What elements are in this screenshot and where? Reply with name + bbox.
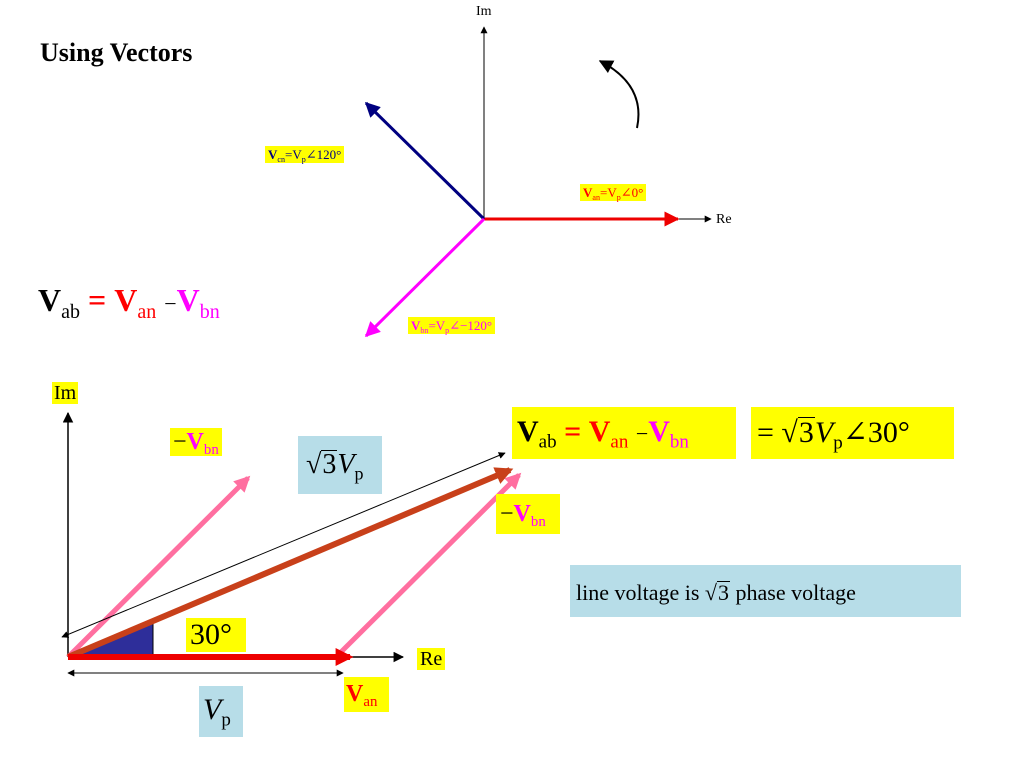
sqrt3-vp-label: √3Vp [298, 436, 382, 494]
line-phase-note: line voltage is √3 phase voltage [570, 565, 961, 617]
van-label: Van=Vp∠0° [580, 184, 647, 201]
neg-vbn-right-label: −Vbn [496, 494, 560, 534]
vcn-label: Vcn=Vp∠120° [265, 146, 345, 163]
top-im-axis-label: Im [476, 4, 492, 19]
vab-result-magnitude: = √3Vp∠30° [751, 407, 954, 459]
vab-result-equation: Vab = Van −Vbn [512, 407, 736, 459]
angle-30-label: 30° [186, 618, 246, 652]
vbn-label: Vbn=Vp∠−120° [408, 317, 496, 334]
rotation-arrow [598, 60, 640, 129]
bottom-re-axis-label: Re [417, 648, 446, 670]
bottom-im-axis-label: Im [52, 382, 79, 404]
vp-label: Vp [199, 686, 243, 737]
top-re-axis-label: Re [716, 212, 732, 227]
vbn-vector [364, 217, 486, 338]
vcn-vector [364, 101, 486, 221]
neg-vbn-left-label: −Vbn [170, 428, 222, 458]
vab-equation: Vab = Van −Vbn [38, 282, 220, 323]
van-bottom-label: Van [344, 677, 389, 712]
page-title: Using Vectors [40, 38, 193, 67]
vab-vector [66, 467, 514, 660]
sqrt3vp-dimension-line [61, 452, 506, 638]
